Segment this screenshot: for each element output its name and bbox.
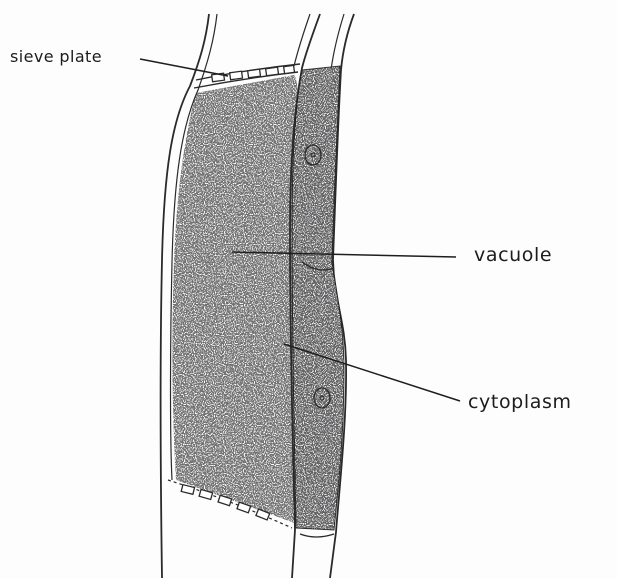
sieve-plate-leader-line [140,59,228,76]
cytoplasm-label: cytoplasm [468,391,572,413]
vacuole-label: vacuole [474,244,552,266]
sieve-tube-right-wall-inner [294,14,310,66]
companion-cell-cross-wall-lower [300,534,334,537]
sieve-plate-label: sieve plate [10,47,102,66]
companion-cell-fill-speckle [292,66,344,530]
cytoplasm-region [172,75,300,525]
